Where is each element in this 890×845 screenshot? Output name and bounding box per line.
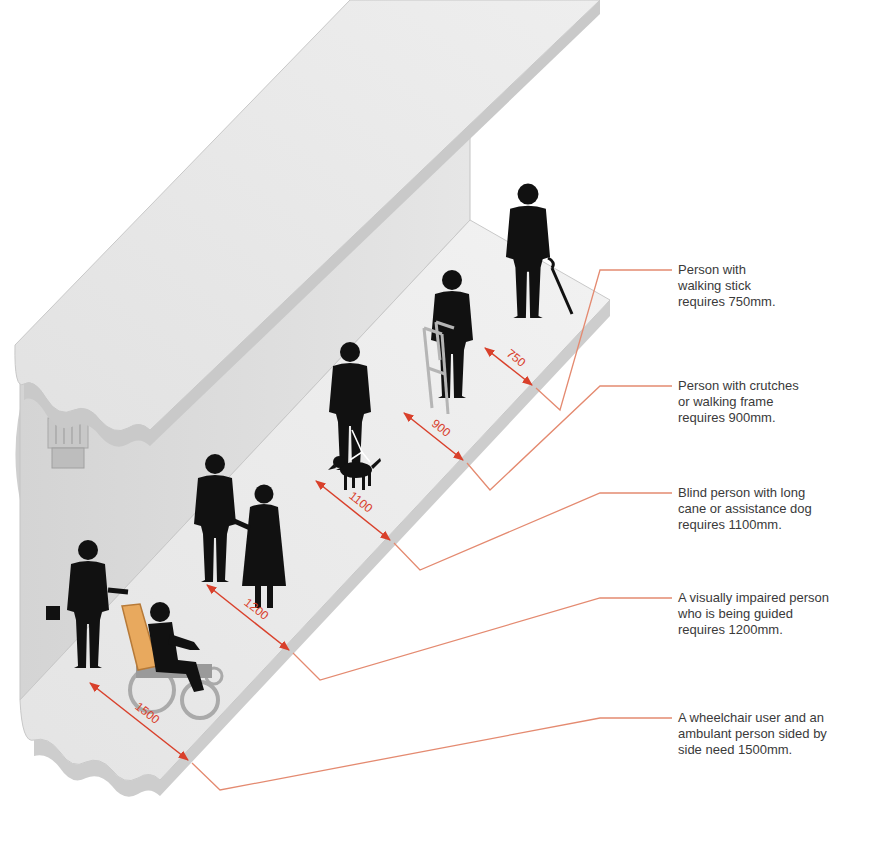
roof (15, 0, 600, 431)
leader-lines (192, 270, 672, 790)
dimension-value: 1200 (241, 595, 271, 622)
requirement-note: A wheelchair user and an ambulant person… (678, 710, 838, 758)
requirement-note: Blind person with long cane or assistanc… (678, 485, 820, 533)
frame-user (424, 270, 473, 414)
requirement-note: A visually impaired person who is being … (678, 590, 834, 638)
wheelchair-pair (46, 540, 222, 718)
dog-guide-user (328, 342, 381, 490)
dimension-lines (90, 348, 532, 760)
dimension-value: 750 (504, 346, 528, 369)
dimension-value: 900 (429, 416, 453, 439)
requirement-note: Person with walking stick requires 750mm… (678, 262, 786, 310)
requirement-note: Person with crutches or walking frame re… (678, 378, 810, 426)
dimension-value: 1500 (132, 699, 162, 726)
dimension-value: 1100 (346, 489, 375, 516)
stick-user (506, 184, 572, 318)
